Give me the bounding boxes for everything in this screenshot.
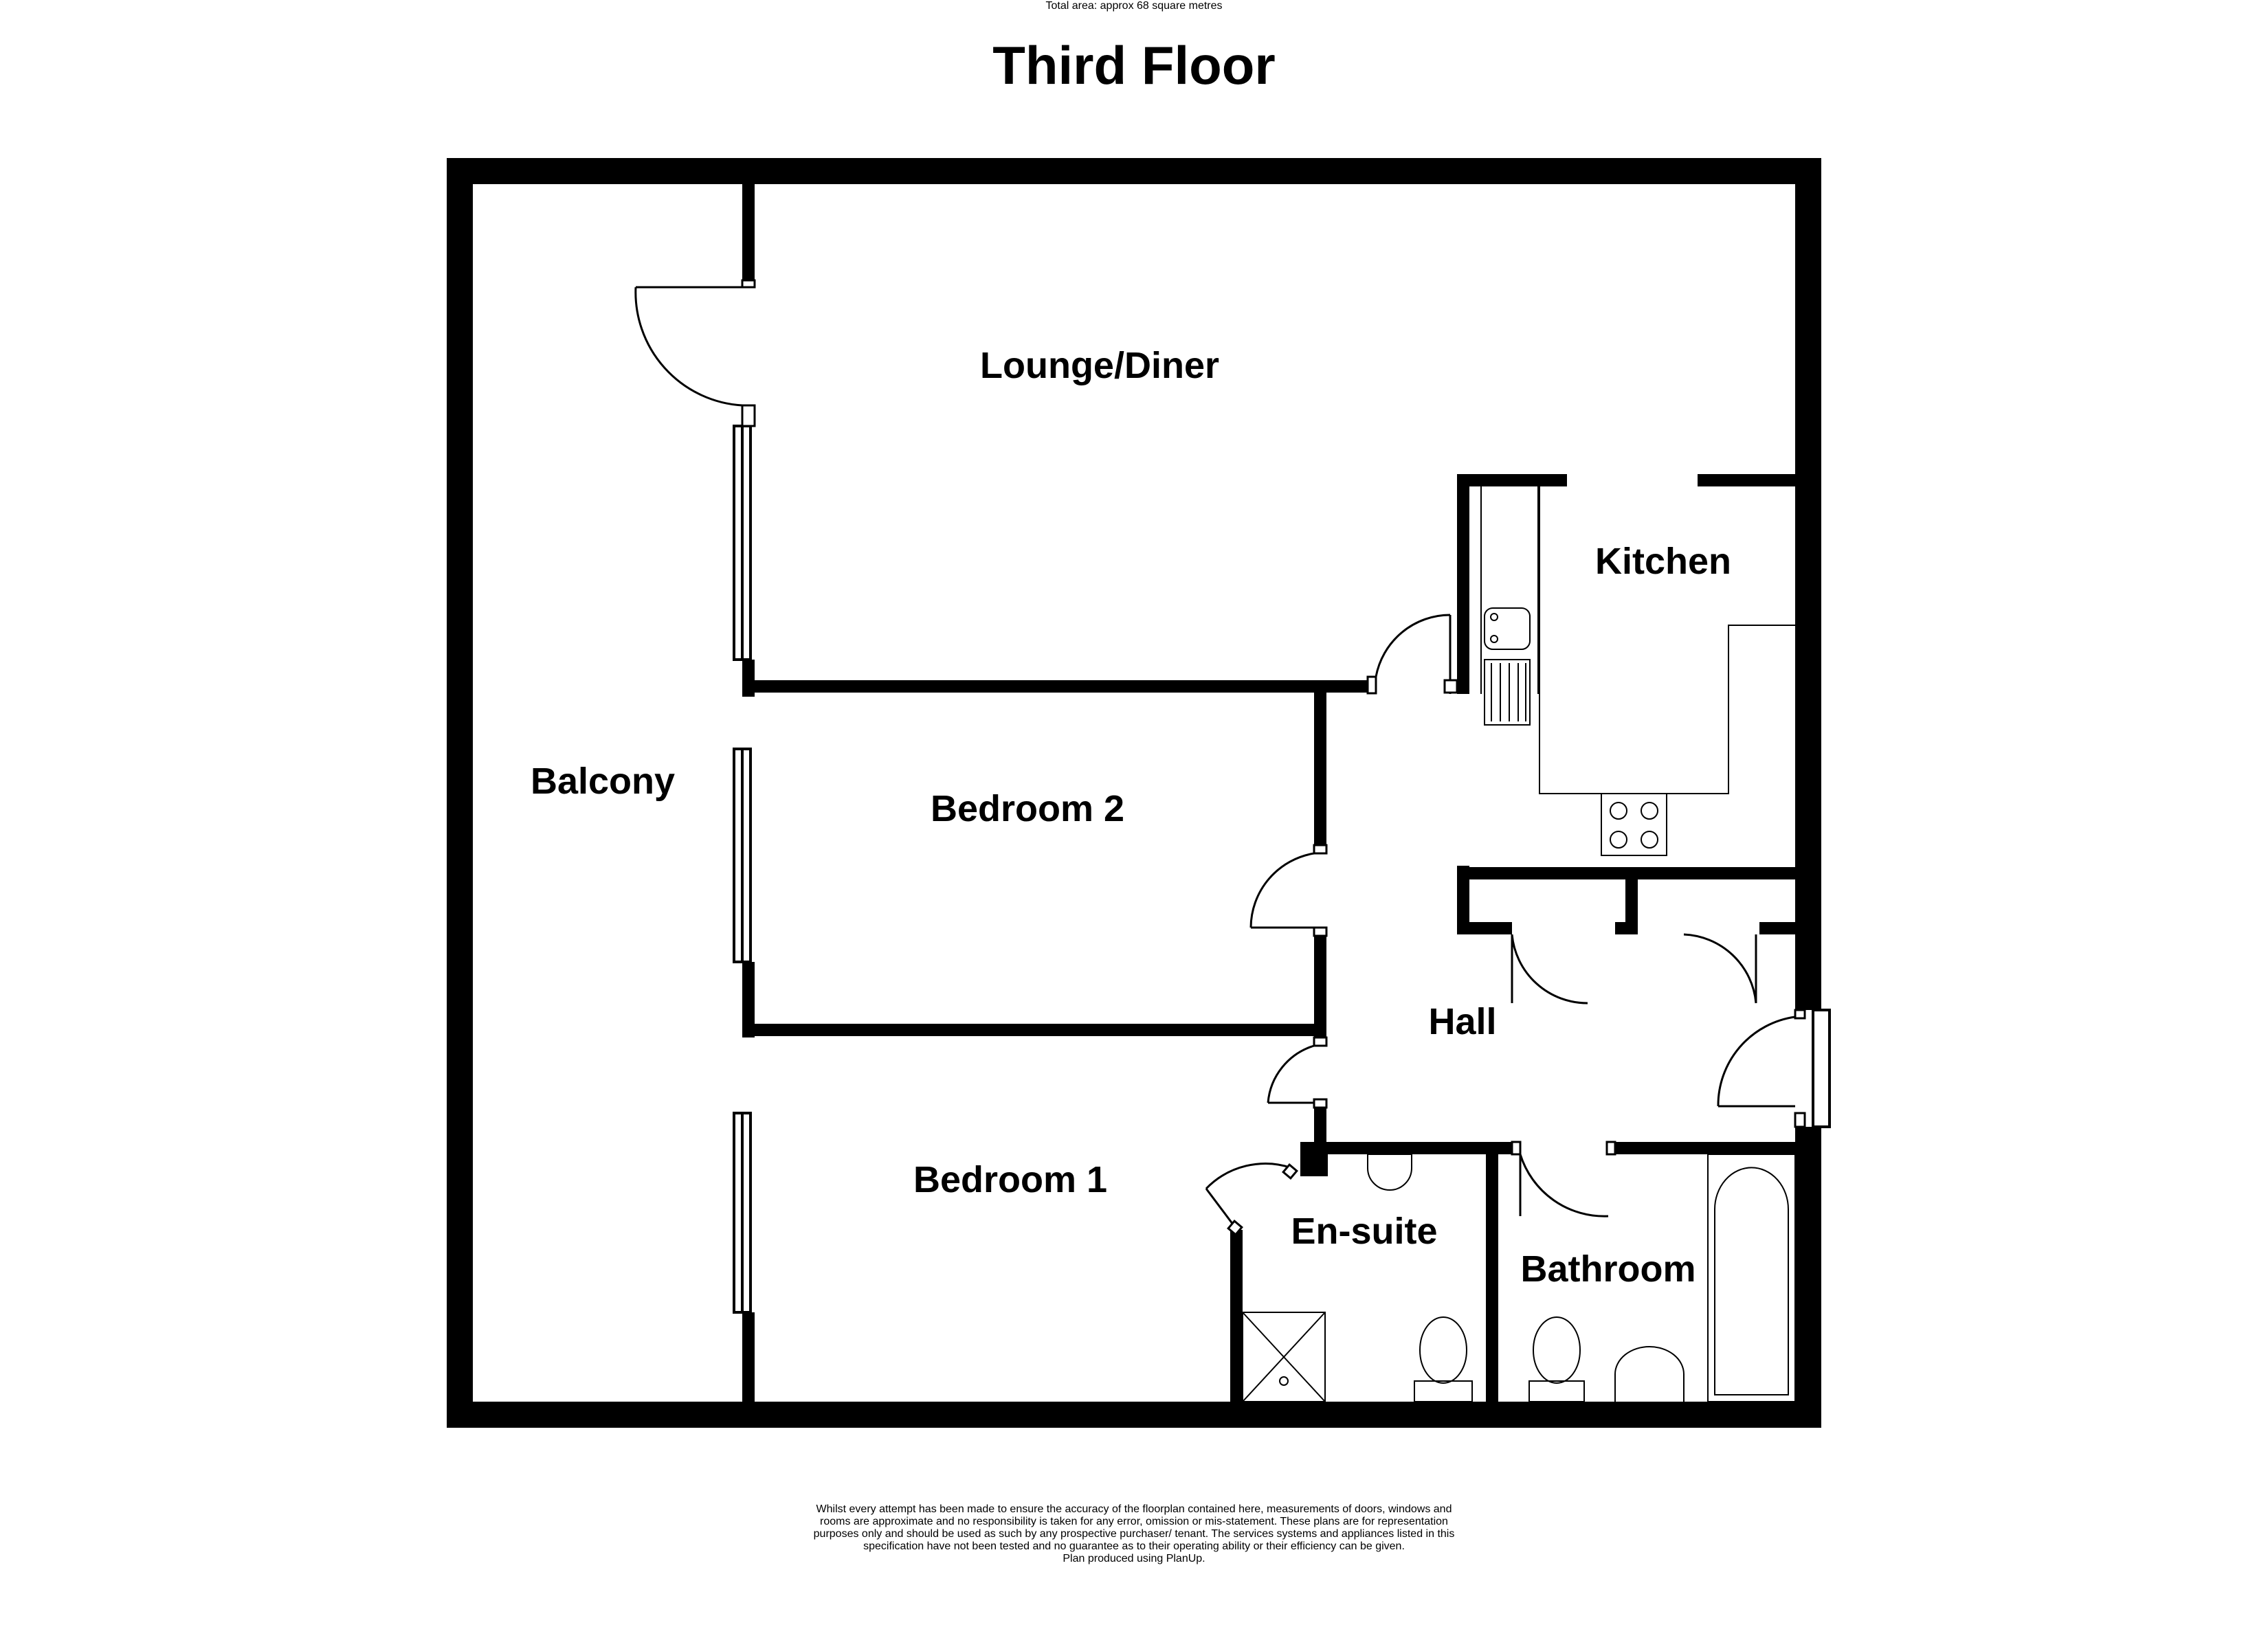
- room-label-lounge: Lounge/Diner: [980, 345, 1219, 386]
- disclaimer-line: specification have not been tested and n…: [863, 1540, 1405, 1552]
- disclaimer: Whilst every attempt has been made to en…: [0, 1503, 2268, 1565]
- disclaimer-line: purposes only and should be used as such…: [813, 1528, 1455, 1540]
- disclaimer-line: rooms are approximate and no responsibil…: [820, 1516, 1448, 1527]
- doors: [634, 279, 1806, 1236]
- room-label-ensuite: En-suite: [1291, 1211, 1437, 1252]
- room-label-balcony: Balcony: [531, 761, 675, 802]
- total-area: Total area: approx 68 square metres: [1045, 0, 1223, 12]
- room-label-bedroom-1: Bedroom 1: [913, 1159, 1107, 1200]
- room-label-kitchen: Kitchen: [1595, 541, 1731, 582]
- ensuite-fittings: [1242, 1154, 1473, 1402]
- kitchen-fittings: [1480, 486, 1795, 856]
- room-label-hall: Hall: [1428, 1001, 1496, 1042]
- room-label-bathroom: Bathroom: [1521, 1248, 1696, 1290]
- plan-producer: Plan produced using PlanUp.: [1063, 1553, 1205, 1564]
- disclaimer-line: Whilst every attempt has been made to en…: [816, 1503, 1452, 1515]
- room-label-bedroom-2: Bedroom 2: [931, 788, 1124, 829]
- interior-walls: [742, 184, 1795, 1402]
- plan-title: Third Floor: [992, 35, 1276, 96]
- bathroom-fittings: [1528, 1154, 1796, 1402]
- outer-walls: [447, 158, 1821, 1428]
